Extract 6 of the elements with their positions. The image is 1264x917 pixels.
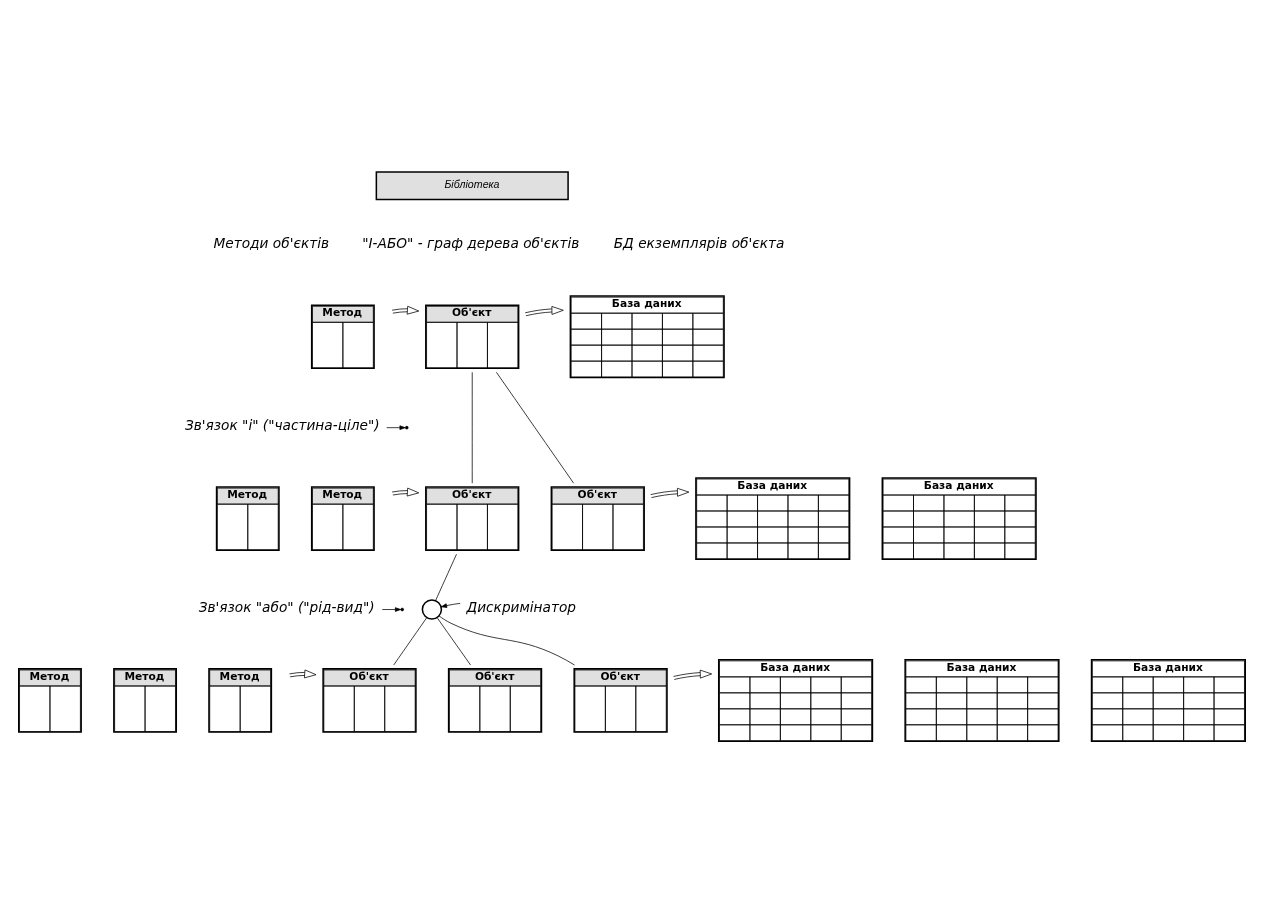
label: "І-АБО" - граф дерева об'єктів: [362, 235, 580, 252]
label: Методи об'єктів: [213, 235, 330, 252]
node-text: Дискримінатор: [466, 599, 576, 616]
node-text: Зв'язок "або" ("рід-вид"): [198, 599, 375, 616]
node-text: Зв'язок "і" ("частина-ціле"): [185, 417, 380, 434]
label: БД екземплярів об'єкта: [613, 235, 785, 252]
